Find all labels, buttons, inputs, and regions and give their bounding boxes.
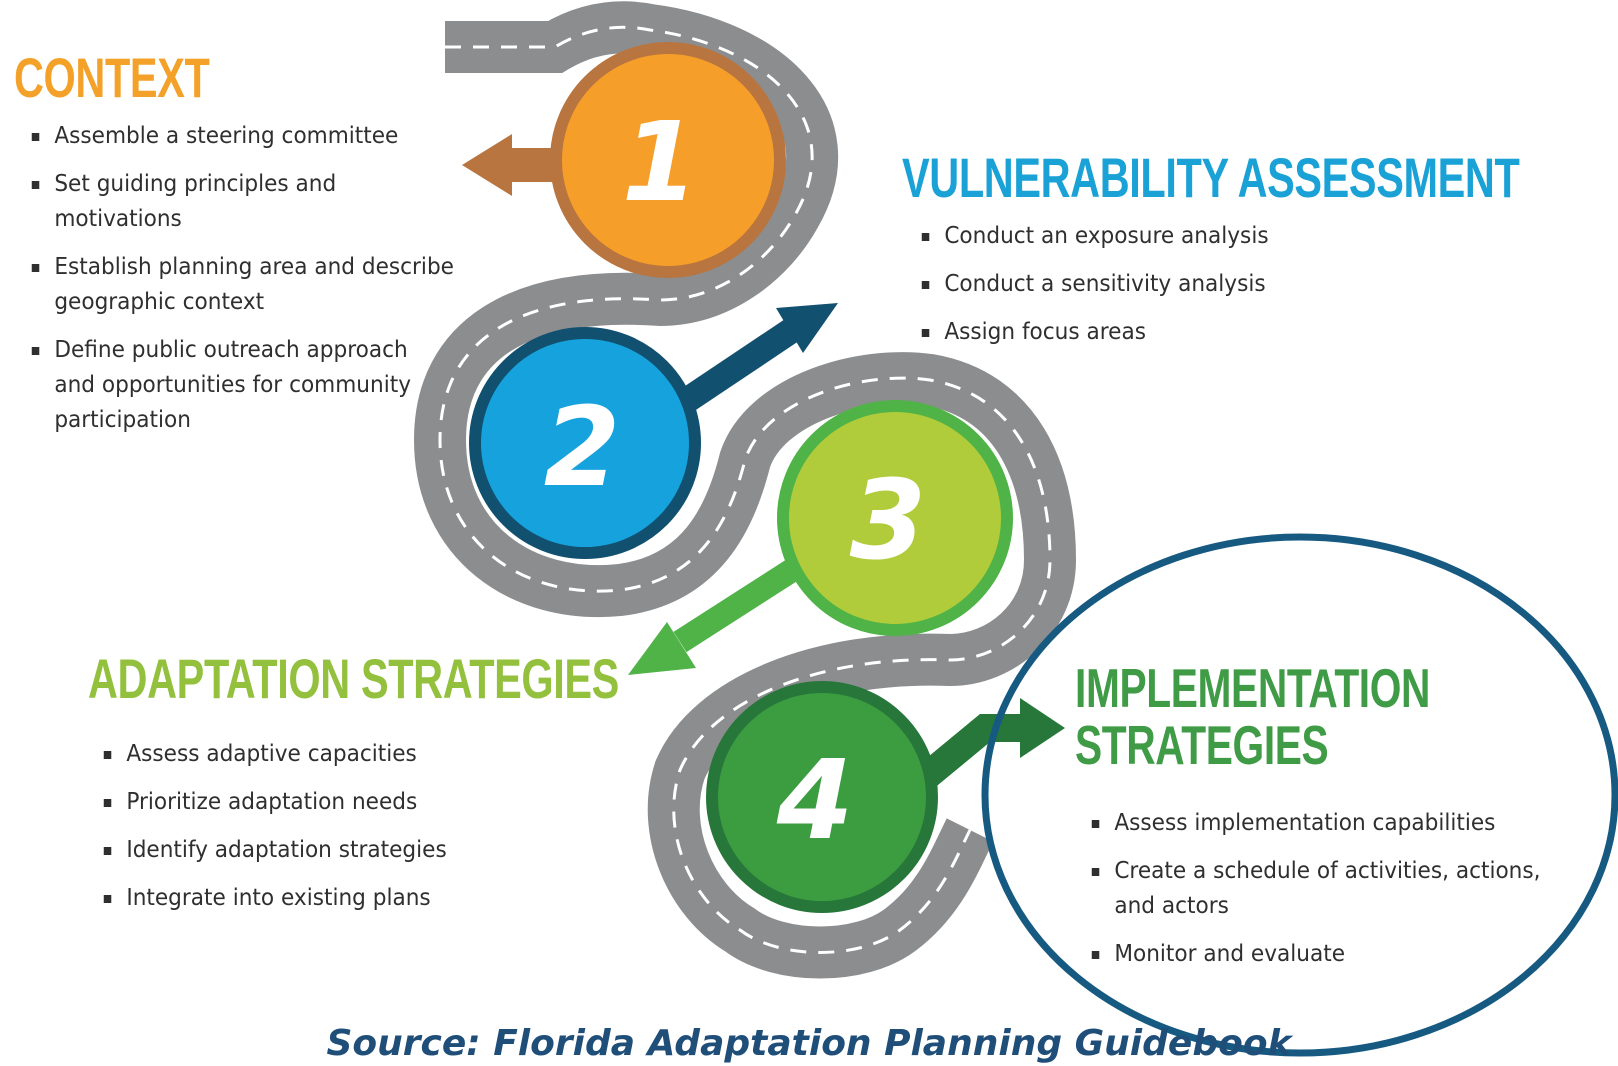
implementation-heading: IMPLEMENTATION STRATEGIES [1075,657,1431,776]
arrow-to-adaptation [628,554,807,675]
step-number: 1 [622,98,699,226]
list-item: Establish planning area and describe geo… [28,250,496,320]
list-item: Create a schedule of activities, actions… [1088,854,1584,924]
arrow-shaft [901,714,1025,801]
vulnerability-steps-list: Conduct an exposure analysis Conduct a s… [918,219,1444,363]
list-item: Identify adaptation strategies [100,833,626,868]
arrow-to-implementation [901,698,1065,801]
list-item: Set guiding principles and motivations [28,167,355,237]
arrow-shaft [673,554,807,653]
step-4-circle: 4 [706,681,938,913]
step-2-circle: 2 [469,327,701,559]
list-item: Assess adaptive capacities [100,737,626,772]
step-number: 4 [776,736,854,864]
highlight-ellipse [981,533,1618,1057]
arrow-head [1020,698,1065,758]
list-item: Conduct a sensitivity analysis [918,267,1444,302]
list-item: Assess implementation capabilities [1088,806,1596,841]
step-number: 3 [850,456,927,584]
source-caption: Source: Florida Adaptation Planning Guid… [326,1023,1292,1064]
list-item: Define public outreach approach and oppo… [28,333,449,438]
step-3-circle: 3 [777,400,1013,636]
context-heading: CONTEXT [14,46,210,109]
list-item: Monitor and evaluate [1088,937,1596,972]
step-number: 2 [544,383,621,511]
list-item: Integrate into existing plans [100,881,626,916]
arrow-head [628,622,696,675]
adaptation-heading: ADAPTATION STRATEGIES [88,647,619,710]
list-item: Assemble a steering committee [28,119,536,154]
arrow-shaft [672,319,800,416]
list-item: Prioritize adaptation needs [100,785,626,820]
list-item: Assign focus areas [918,315,1444,350]
vulnerability-heading: VULNERABILITY ASSESSMENT [902,146,1520,209]
implementation-steps-list: Assess implementation capabilities Creat… [1088,806,1596,985]
step-1-circle: 1 [550,42,786,278]
arrow-to-vulnerability [672,303,838,416]
road [409,0,1081,983]
context-steps-list: Assemble a steering committee Set guidin… [28,119,536,451]
list-item: Conduct an exposure analysis [918,219,1444,254]
adaptation-steps-list: Assess adaptive capacities Prioritize ad… [100,737,626,929]
arrow-head [462,134,512,196]
arrow-head [776,303,838,353]
road-surface [413,1,1077,979]
